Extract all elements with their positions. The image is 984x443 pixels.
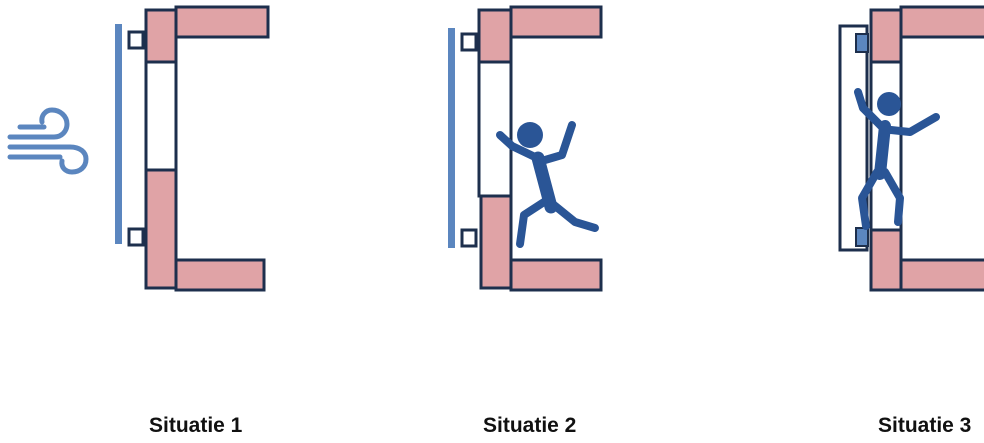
situation-3-diagram bbox=[660, 0, 984, 320]
lower-bracket bbox=[856, 228, 868, 246]
upper-bracket bbox=[856, 34, 868, 52]
window-screen bbox=[448, 28, 455, 248]
upper-wall bbox=[871, 10, 901, 62]
floor-slab bbox=[511, 260, 601, 290]
falling-person-icon bbox=[500, 122, 595, 244]
window-screen bbox=[115, 24, 122, 244]
lower-wall bbox=[481, 196, 511, 288]
situation-1-label: Situatie 1 bbox=[149, 414, 242, 438]
situation-2-diagram bbox=[330, 0, 660, 320]
lower-wall bbox=[871, 230, 901, 290]
floor-slab bbox=[901, 260, 984, 290]
situation-1-diagram bbox=[0, 0, 330, 320]
upper-wall bbox=[479, 10, 511, 62]
situation-2-panel: Situatie 2 bbox=[330, 0, 660, 443]
floor-slab bbox=[176, 260, 264, 290]
situation-2-label: Situatie 2 bbox=[483, 414, 576, 438]
upper-wall bbox=[146, 10, 176, 62]
upper-bracket bbox=[129, 32, 143, 48]
ceiling-slab bbox=[901, 7, 984, 37]
window-opening bbox=[479, 62, 511, 196]
upper-bracket bbox=[462, 34, 476, 50]
situation-1-panel: Situatie 1 bbox=[0, 0, 330, 443]
lower-bracket bbox=[129, 229, 143, 245]
situation-3-label: Situatie 3 bbox=[878, 414, 971, 438]
lower-bracket bbox=[462, 230, 476, 246]
situation-3-panel: Situatie 3 bbox=[660, 0, 984, 443]
window-opening bbox=[146, 62, 176, 170]
ceiling-slab bbox=[176, 7, 268, 37]
ceiling-slab bbox=[511, 7, 601, 37]
wind-icon bbox=[10, 110, 86, 172]
lower-wall bbox=[146, 170, 176, 288]
